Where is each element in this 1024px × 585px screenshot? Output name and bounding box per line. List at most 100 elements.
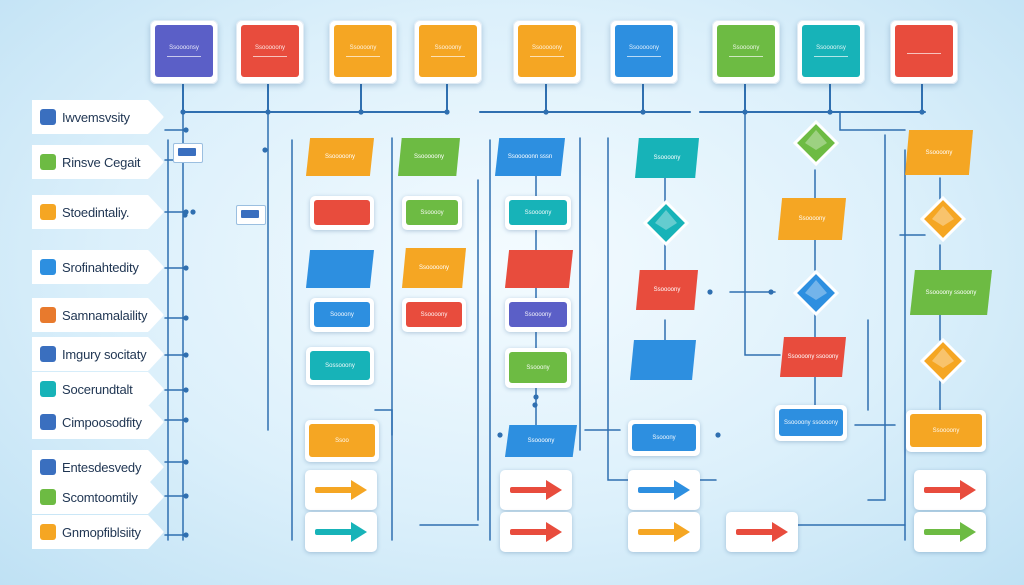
col-b-node-2[interactable]: Ssooooy [402, 196, 462, 230]
col-e-node-1[interactable]: Ssoooony [778, 198, 846, 240]
arrow-card-2[interactable] [305, 512, 377, 552]
col-f-node-2[interactable]: Ssoooony ssooony [910, 270, 992, 315]
top-node-label: Ssoooony [732, 45, 760, 51]
col-f-node-label: Ssoooony [932, 427, 960, 434]
arrow-right-icon [922, 520, 978, 549]
diamond-icon[interactable] [792, 269, 840, 317]
col-b-node-label: Ssooooony [413, 154, 445, 160]
col-e-node-label: Ssoooony [798, 216, 826, 222]
col-a-node-4[interactable]: Soooony [310, 298, 374, 332]
left-label-7[interactable]: Socerundtalt [32, 372, 164, 406]
arrow-right-icon [636, 520, 692, 549]
col-a-node-3[interactable] [306, 250, 374, 288]
col-e-node-2[interactable]: Ssoooony ssooony [780, 337, 846, 377]
connector-dot [262, 147, 268, 153]
top-node-6[interactable]: Ssooooony [610, 20, 678, 84]
col-f-node-1[interactable]: Ssoooony [905, 130, 973, 175]
arrow-card-9[interactable] [914, 512, 986, 552]
top-node-fill [895, 25, 953, 77]
diamond-icon[interactable] [919, 337, 967, 385]
col-d-node-4[interactable]: Ssooony [628, 420, 700, 456]
col-c-node-4[interactable]: Ssoooony [505, 298, 571, 332]
left-label-text: Socerundtalt [62, 381, 133, 397]
mini-window-1 [173, 143, 203, 163]
arrow-right-icon [313, 478, 369, 507]
arrow-card-3[interactable] [500, 470, 572, 510]
top-node-7[interactable]: Ssoooony [712, 20, 780, 84]
col-c-node-3[interactable] [505, 250, 573, 288]
col-a-node-1[interactable]: Ssooooony [306, 138, 374, 176]
diamond-icon[interactable] [792, 119, 840, 167]
left-label-text: Gnmopfiblsiity [62, 524, 141, 540]
col-b-node-1[interactable]: Ssooooony [398, 138, 460, 176]
col-c-node-label: Ssoooony [524, 311, 552, 318]
col-a-node-label: Ssooooony [324, 154, 356, 160]
col-b-node-3[interactable]: Ssooooony [402, 248, 466, 288]
arrow-right-icon [508, 520, 564, 549]
diamond-icon[interactable] [919, 195, 967, 243]
top-node-line [813, 56, 849, 57]
connector-dot [183, 352, 189, 358]
left-label-4[interactable]: Srofinahtedity [32, 250, 164, 284]
left-label-text: Srofinahtedity [62, 259, 139, 275]
col-b-node-label: Ssooooy [420, 209, 444, 216]
left-label-1[interactable]: Iwvemsvsity [32, 100, 164, 134]
left-label-8[interactable]: Cimpoosodfity [32, 405, 164, 439]
col-b-node-fill: Ssoooony [406, 302, 462, 327]
col-a-node-6[interactable]: Ssoo [305, 420, 379, 462]
top-node-5[interactable]: Ssooooony [513, 20, 581, 84]
left-label-11[interactable]: Gnmopfiblsiity [32, 515, 164, 549]
col-f-node-3[interactable]: Ssoooony [906, 410, 986, 452]
col-a-node-fill: Ssoo [309, 424, 375, 457]
connector-dot [533, 394, 539, 400]
top-node-line [166, 56, 202, 57]
col-c-node-1[interactable]: Ssooooonn sssn [495, 138, 565, 176]
top-node-3[interactable]: Ssoooony [329, 20, 397, 84]
left-label-9[interactable]: Entesdesvedy [32, 450, 164, 484]
col-c-node-2[interactable]: Ssoooony [505, 196, 571, 230]
col-b-node-4[interactable]: Ssoooony [402, 298, 466, 332]
screen-icon [40, 459, 56, 475]
connector-line [839, 111, 906, 131]
top-node-fill: Ssoooonsy [802, 25, 860, 77]
top-node-2[interactable]: Ssooooony [236, 20, 304, 84]
arrow-card-4[interactable] [500, 512, 572, 552]
diamond-icon[interactable] [642, 199, 690, 247]
top-node-fill: Ssooooony [241, 25, 299, 77]
top-node-label: Ssooooony [628, 45, 660, 51]
col-c-node-5[interactable]: Ssooony [505, 348, 571, 388]
top-node-8[interactable]: Ssoooonsy [797, 20, 865, 84]
left-label-5[interactable]: Samnamalaility [32, 298, 164, 332]
col-a-node-label: Ssoo [335, 437, 349, 444]
shield-icon [40, 204, 56, 220]
left-label-2[interactable]: Rinsve Cegait [32, 145, 164, 179]
col-a-node-5[interactable]: Sossooony [306, 347, 374, 385]
top-node-label: Ssoooonsy [816, 45, 846, 51]
arrow-card-5[interactable] [628, 470, 700, 510]
left-label-text: Entesdesvedy [62, 459, 142, 475]
col-d-node-label: Ssoooony [653, 287, 681, 293]
col-d-node-2[interactable]: Ssoooony [636, 270, 698, 310]
arrow-card-7[interactable] [726, 512, 798, 552]
arrow-card-6[interactable] [628, 512, 700, 552]
left-label-3[interactable]: Stoedintaliy. [32, 195, 164, 229]
col-e-node-3[interactable]: Ssoooony ssoooony [775, 405, 847, 441]
col-c-node-6[interactable]: Ssoooony [505, 425, 577, 457]
arrow-card-1[interactable] [305, 470, 377, 510]
col-d-node-1[interactable]: Ssoooony [635, 138, 699, 178]
connector-dot [707, 289, 713, 295]
top-node-9[interactable] [890, 20, 958, 84]
left-label-6[interactable]: Imgury socitaty [32, 337, 164, 371]
chart-icon [40, 489, 56, 505]
top-node-1[interactable]: Ssoooonsy [150, 20, 218, 84]
connector-dot [190, 209, 196, 215]
col-d-node-3[interactable] [630, 340, 696, 380]
col-c-node-label: Ssoooony [527, 438, 555, 444]
top-node-line [430, 56, 466, 57]
top-node-4[interactable]: Ssoooony [414, 20, 482, 84]
left-label-10[interactable]: Scomtoomtily [32, 480, 164, 514]
arrow-card-8[interactable] [914, 470, 986, 510]
left-label-text: Cimpoosodfity [62, 414, 142, 430]
col-a-node-2[interactable] [310, 196, 374, 230]
page-icon [40, 414, 56, 430]
